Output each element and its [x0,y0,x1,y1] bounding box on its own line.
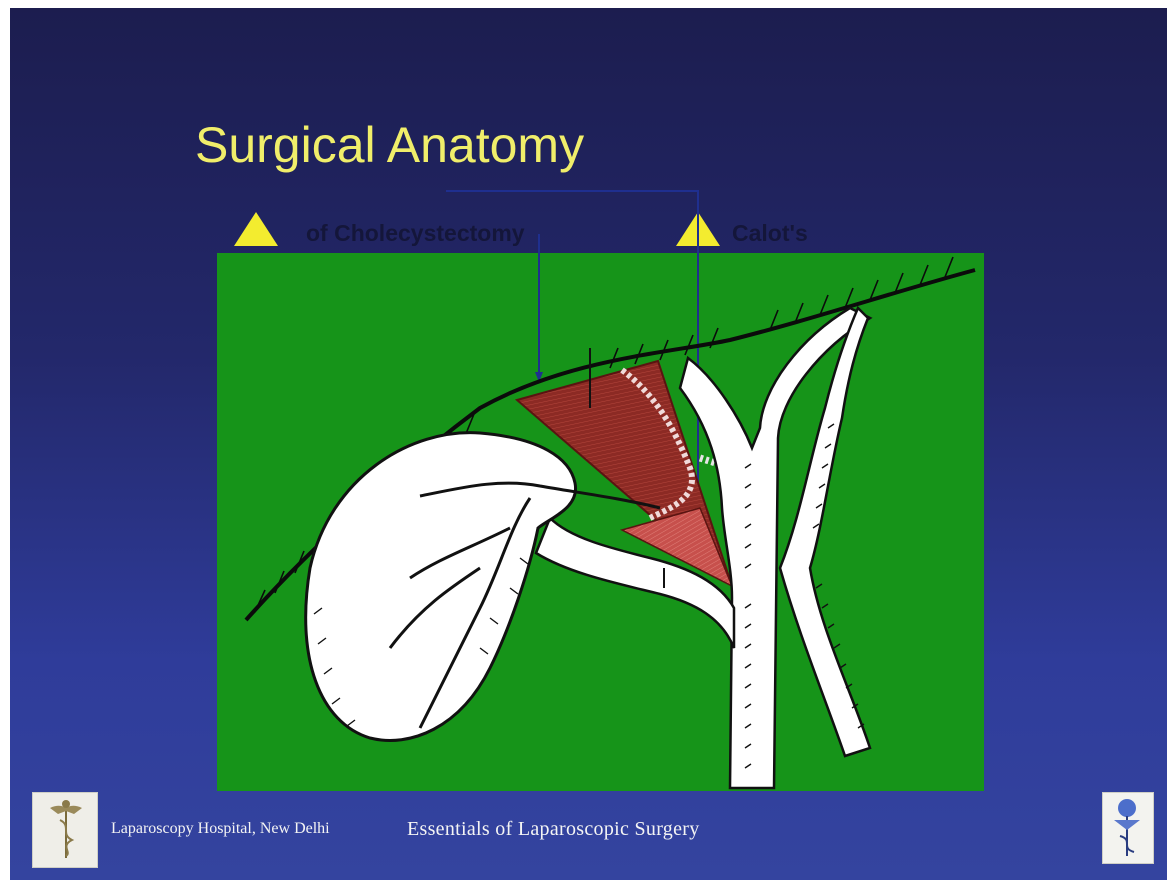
footer-organization: Laparoscopy Hospital, New Delhi [111,820,330,838]
caduceus-icon [50,800,82,858]
footer-course-title: Essentials of Laparoscopic Surgery [407,818,700,841]
globe-caduceus-icon [1114,799,1140,856]
slide: Surgical Anatomy of Cholecystectomy Calo… [10,8,1167,880]
anatomy-illustration [10,8,1167,880]
